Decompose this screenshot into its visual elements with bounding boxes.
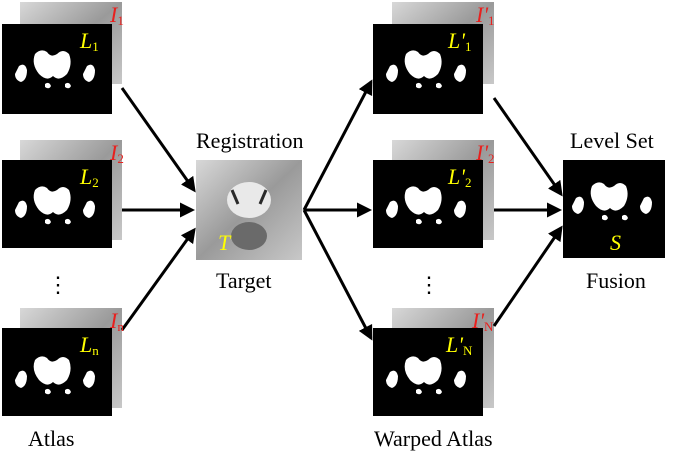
arrow-atlas1-to-target	[120, 87, 196, 193]
warped-1-label: L'1	[448, 28, 472, 54]
atlas-1-label: L1	[80, 28, 99, 54]
arrow-atlasn-to-target	[120, 227, 196, 331]
arrow-warpedn-to-fusion	[492, 225, 563, 327]
level-set-caption: Level Set	[570, 128, 654, 153]
atlas-caption: Atlas	[28, 426, 75, 451]
arrow-target-to-warpedn	[302, 209, 373, 341]
atlas-2-label: L2	[80, 164, 99, 190]
warped-n-image-label: I'N	[472, 308, 494, 334]
fusion-result	[563, 160, 665, 258]
warped-2-image-label: I'2	[476, 140, 495, 166]
atlas-n-stack	[2, 308, 122, 416]
fusion-caption: Fusion	[586, 268, 646, 293]
warped-ellipsis: ⋮	[418, 272, 440, 297]
atlas-2-stack	[2, 140, 122, 248]
registration-caption: Registration	[196, 128, 304, 153]
warped-2-label: L'2	[448, 164, 472, 190]
warped-1-stack	[373, 2, 494, 114]
fusion-label: S	[610, 230, 621, 255]
atlas-ellipsis: ⋮	[47, 272, 69, 297]
target-caption: Target	[216, 268, 272, 293]
arrow-target-to-warped1	[302, 79, 373, 211]
arrow-warped1-to-fusion	[492, 97, 563, 197]
warped-2-stack	[373, 140, 494, 248]
atlas-n-label: Ln	[80, 332, 99, 358]
warped-n-stack	[373, 308, 494, 416]
target-image	[196, 160, 302, 260]
warped-n-label: L'N	[446, 332, 473, 358]
warped-1-image-label: I'1	[476, 2, 495, 28]
atlas-n-image-label: In	[110, 308, 124, 334]
atlas-1-image-label: I1	[110, 2, 124, 28]
atlas-1-stack	[2, 2, 122, 114]
warped-atlas-caption: Warped Atlas	[374, 426, 493, 451]
target-label: T	[218, 230, 231, 255]
atlas-2-image-label: I2	[110, 140, 124, 166]
